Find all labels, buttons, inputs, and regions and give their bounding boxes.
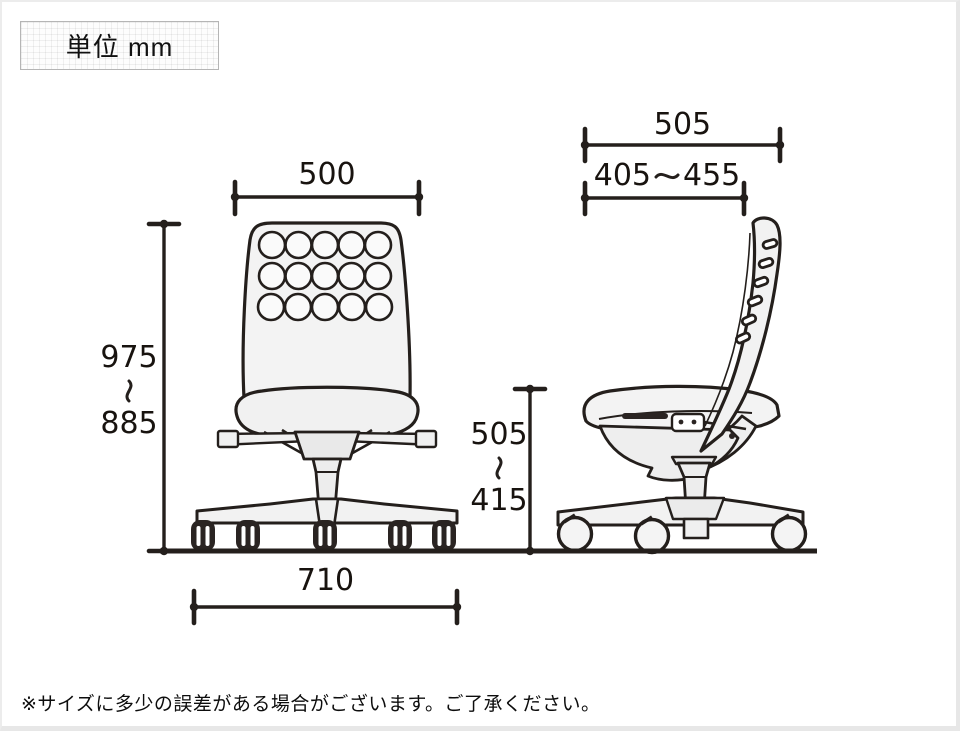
dimension-base-width xyxy=(189,588,462,626)
size-disclaimer-note: ※サイズに多少の誤差がある場合がございます。ご了承ください。 xyxy=(21,694,601,715)
caster-wheels-front xyxy=(191,520,456,551)
seat-struts xyxy=(263,428,391,457)
seat-mechanism-front xyxy=(293,430,361,461)
seat-depth-max: 455 xyxy=(683,158,741,193)
backrest-slots xyxy=(734,238,779,345)
base-hub xyxy=(664,496,726,521)
caster-wheels-side xyxy=(556,513,808,555)
overall-depth-label: 505 xyxy=(653,107,712,142)
seat-depth-min: 405 xyxy=(593,158,651,193)
dimension-seat-height xyxy=(512,384,548,556)
chair-side-view-drawing xyxy=(556,216,808,555)
adjust-paddle xyxy=(670,412,706,433)
dimension-overall-depth xyxy=(580,126,785,164)
backrest-holes xyxy=(256,230,394,322)
wave-dash-icon xyxy=(654,172,680,180)
overall-height-label: 975 885 xyxy=(97,343,161,439)
dimension-overall-height xyxy=(146,219,182,556)
height-max: 975 xyxy=(100,340,158,375)
seat-depth-label: 405 455 xyxy=(577,161,757,191)
chair-front-view-drawing xyxy=(191,221,459,551)
lever-knob xyxy=(729,433,735,439)
wave-dash-icon xyxy=(125,379,133,403)
backrest-inner-contour xyxy=(704,232,751,427)
seat-height-max: 505 xyxy=(470,417,528,452)
dimension-seat-depth xyxy=(580,180,749,217)
mechanism-bar xyxy=(622,413,668,419)
back-width-label: 500 xyxy=(298,157,356,192)
unit-label: 単位 mm xyxy=(65,32,174,62)
seat-height-label: 505 415 xyxy=(467,420,531,516)
seat-height-min: 415 xyxy=(470,483,528,518)
wave-dash-icon xyxy=(495,456,503,480)
base-front-leg xyxy=(682,517,710,540)
base-width-label: 710 xyxy=(296,563,355,598)
dimension-lines xyxy=(146,126,785,626)
unit-label-box: 単位 mm xyxy=(20,21,219,70)
height-min: 885 xyxy=(100,406,158,441)
dimension-back-width xyxy=(230,179,424,217)
